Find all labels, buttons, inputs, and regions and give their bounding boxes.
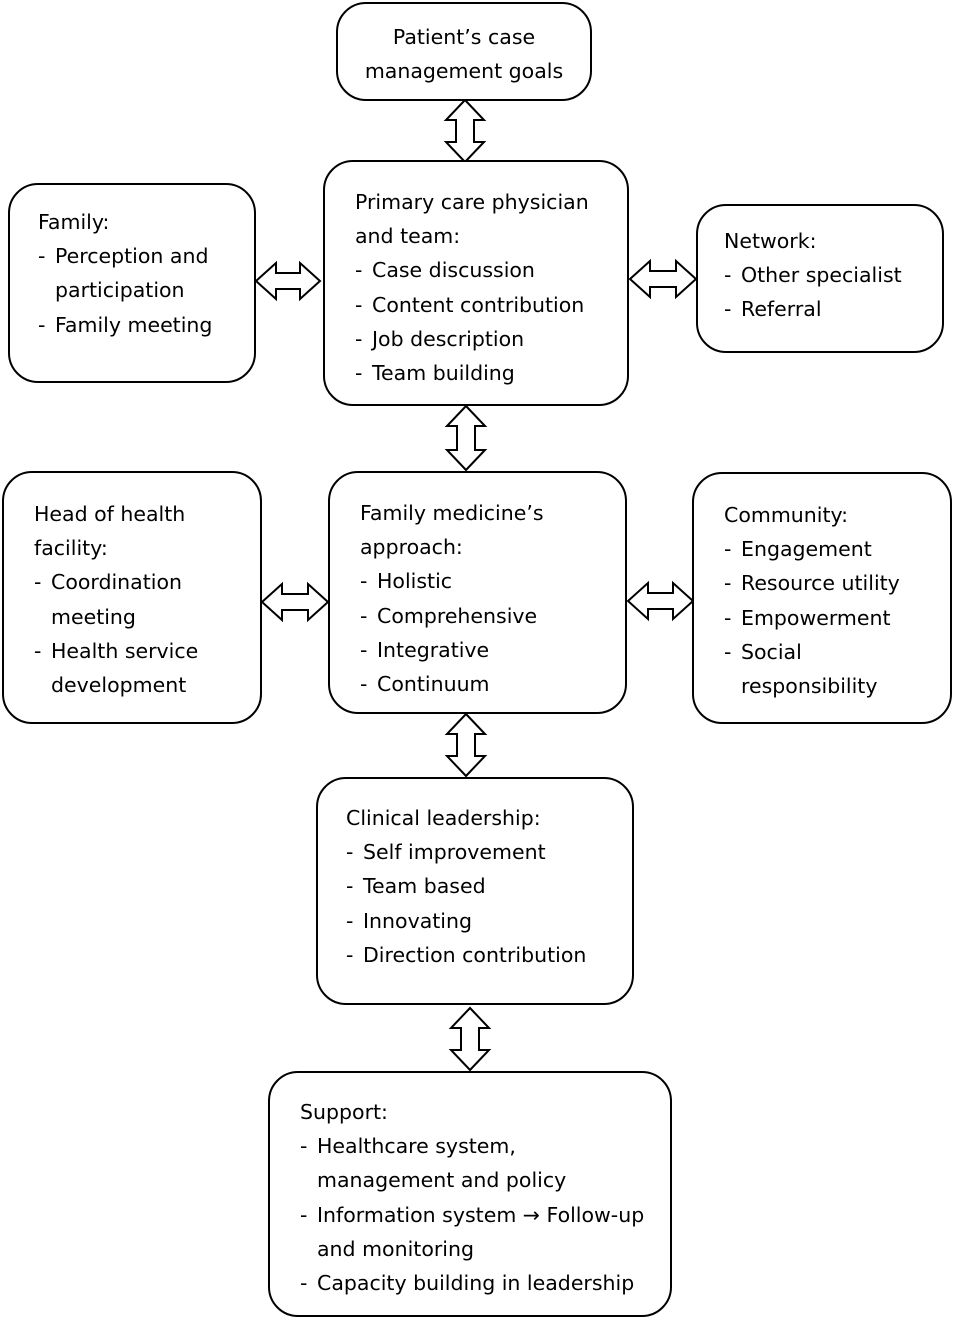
list-item: Coordination meeting [34,565,211,633]
clinical-leadership-box: Clinical leadership: Self improvement Te… [316,777,634,1005]
network-box: Network: Other specialist Referral [696,204,944,353]
list-item: Holistic [360,564,615,598]
list-item: Health service development [34,634,226,702]
goals-title: Patient’s case management goals [364,25,564,84]
list-item: Case discussion [355,253,619,287]
list-item: Other specialist [724,258,936,292]
primary-care-title: Primary care physician and team: [355,190,589,249]
list-item: Referral [724,292,936,326]
list-item: Job description [355,322,619,356]
network-title: Network: [724,229,817,253]
list-item: Information system → Follow-up and monit… [300,1198,657,1266]
head-facility-box: Head of health facility: Coordination me… [2,471,262,724]
arrow-head-approach [260,581,330,623]
list-item: Direction contribution [346,938,626,972]
arrow-primary-network [628,258,698,300]
support-title: Support: [300,1100,388,1124]
arrow-approach-leadership [444,712,488,778]
support-list: Healthcare system, management and policy… [300,1129,664,1300]
head-facility-list: Coordination meeting Health service deve… [34,565,252,702]
approach-title: Family medicine’s approach: [360,501,544,560]
network-list: Other specialist Referral [724,258,936,327]
list-item: Perception and participation [38,239,223,307]
clinical-leadership-list: Self improvement Team based Innovating D… [346,835,626,972]
community-list: Engagement Resource utility Empowerment … [724,532,944,703]
list-item: Integrative [360,633,615,667]
list-item: Engagement [724,532,944,566]
primary-care-list: Case discussion Content contribution Job… [355,253,619,390]
list-item: Team building [355,356,619,390]
arrow-primary-approach [444,404,488,472]
list-item: Innovating [346,904,626,938]
community-box: Community: Engagement Resource utility E… [692,472,952,724]
clinical-leadership-title: Clinical leadership: [346,806,541,830]
head-facility-title: Head of health facility: [34,502,186,561]
list-item: Family meeting [38,308,246,342]
arrow-family-primary [254,260,322,302]
arrow-leadership-support [448,1006,492,1072]
approach-list: Holistic Comprehensive Integrative Conti… [360,564,615,701]
list-item: Continuum [360,667,615,701]
list-item: Healthcare system, management and policy [300,1129,597,1197]
arrow-approach-community [626,580,695,622]
approach-box: Family medicine’s approach: Holistic Com… [328,471,627,714]
list-item: Content contribution [355,288,619,322]
family-list: Perception and participation Family meet… [38,239,246,342]
list-item: Empowerment [724,601,944,635]
list-item: Comprehensive [360,599,615,633]
list-item: Social responsibility [724,635,891,703]
list-item: Resource utility [724,566,944,600]
community-title: Community: [724,503,849,527]
family-title: Family: [38,210,110,234]
list-item: Self improvement [346,835,626,869]
list-item: Team based [346,869,626,903]
support-box: Support: Healthcare system, management a… [268,1071,672,1317]
primary-care-box: Primary care physician and team: Case di… [323,160,629,406]
arrow-goals-primary [443,98,487,164]
goals-box: Patient’s case management goals [336,2,592,101]
family-box: Family: Perception and participation Fam… [8,183,256,383]
list-item: Capacity building in leadership [300,1266,664,1300]
